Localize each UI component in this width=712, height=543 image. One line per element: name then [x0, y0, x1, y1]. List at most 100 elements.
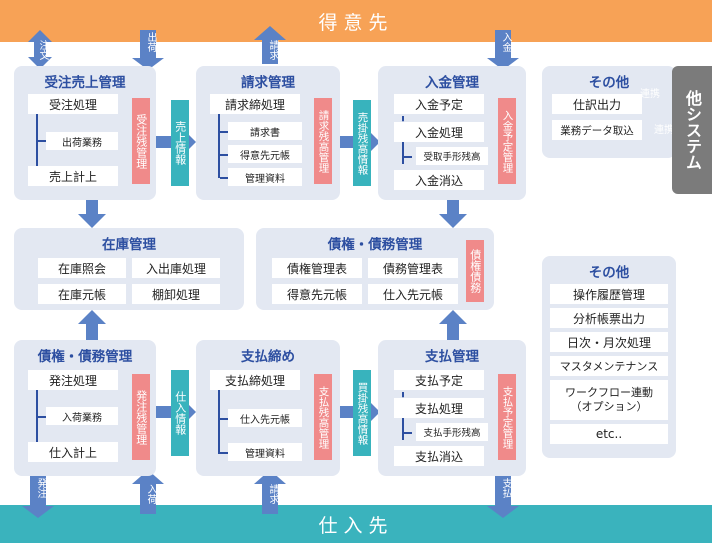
payclose-closing-box: 支払締処理	[210, 370, 300, 390]
payment-plan-box: 支払予定	[394, 370, 484, 390]
others-top-panel: その他 仕訳出力 業務データ取込	[542, 66, 676, 158]
receipt-title: 入金管理	[425, 75, 479, 91]
sales-info-tag: 売上情報	[171, 100, 189, 186]
purchase-info-tag: 仕入情報	[171, 370, 189, 456]
arrow-seikyu-top-label: 請求	[267, 40, 278, 60]
billing-invoice-box: 請求書	[228, 122, 302, 140]
arrow-shukka-shape	[132, 30, 164, 70]
others-item-daily-monthly: 日次・月次処理	[550, 332, 668, 352]
others-bottom-panel: その他 操作履歴管理 分析帳票出力 日次・月次処理 マスタメンテナンス ワークフ…	[542, 256, 676, 458]
arrow-chumon: 注文	[33, 40, 48, 70]
arrow-nyukin: 入金	[496, 30, 511, 60]
purchase-tree-line	[36, 390, 38, 442]
payclose-panel: 支払締め 支払締処理 仕入先元帳 管理資料 支払残高管理	[196, 340, 340, 476]
ar-info-tag: 売掛残高情報	[353, 100, 371, 186]
debt-customer-ledger-box: 得意先元帳	[272, 284, 362, 304]
billing-tree-tick-1	[220, 131, 228, 133]
billing-balance-tag: 請求残高管理	[314, 98, 332, 184]
others-item-analysis: 分析帳票出力	[550, 308, 668, 328]
sales-backlog-tag: 受注残管理	[132, 98, 150, 184]
receivable-table-box: 債権管理表	[272, 258, 362, 278]
payment-plan-tag: 支払予定管理	[498, 374, 516, 460]
receipt-plan-tag: 入金予定管理	[498, 98, 516, 184]
sales-order-box: 受注処理	[28, 94, 118, 114]
debt-supplier-ledger-box: 仕入先元帳	[368, 284, 458, 304]
customer-band-label: 得意先	[318, 11, 394, 34]
arrow-hatchu-shape	[22, 476, 54, 518]
other-system-box: 他システム	[672, 66, 712, 194]
purchase-tree-tick	[38, 416, 46, 418]
arrow-purchase-inventory	[78, 310, 106, 340]
arrow-shukka-label: 出荷	[145, 32, 156, 52]
arrow-chumon-label: 注文	[37, 40, 48, 60]
receipt-process-box: 入金処理	[394, 122, 484, 142]
arrow-seikyu-top: 請求	[263, 40, 278, 66]
payclose-report-box: 管理資料	[228, 443, 302, 461]
customer-band: 得意先	[0, 0, 712, 42]
inventory-io-box: 入出庫処理	[132, 258, 220, 278]
billing-tree-tick-3	[220, 177, 228, 179]
inventory-title: 在庫管理	[102, 237, 156, 253]
arrow-nyuka-label: 入荷	[145, 484, 156, 504]
inventory-inquiry-box: 在庫照会	[38, 258, 126, 278]
others-item-etc: etc..	[550, 424, 668, 444]
others-item-workflow: ワークフロー連動 （オプション）	[550, 380, 668, 420]
arrow-seikyu-bottom: 請求	[263, 484, 278, 514]
debt-panel: 債権・債務管理 債権管理表 債務管理表 得意先元帳 仕入先元帳 債権債務	[256, 228, 494, 310]
payclose-title: 支払締め	[241, 349, 295, 365]
payment-process-box: 支払処理	[394, 398, 484, 418]
inventory-panel: 在庫管理 在庫照会 入出庫処理 在庫元帳 棚卸処理	[14, 228, 244, 310]
sales-record-box: 売上計上	[28, 166, 118, 186]
purchase-panel: 債権・債務管理 発注処理 入荷業務 仕入計上 発注残管理	[14, 340, 156, 476]
purchase-receiving-box: 入荷業務	[46, 407, 118, 425]
payment-tree-line	[402, 418, 404, 440]
arrow-shiharai-label: 支払	[500, 478, 511, 498]
receipt-plan-box: 入金予定	[394, 94, 484, 114]
link-out-label: 連携	[640, 89, 660, 100]
arrow-hatchu-label: 発注	[35, 478, 46, 498]
receipt-bills-box: 受取手形残高	[416, 147, 488, 165]
receipt-clear-box: 入金消込	[394, 170, 484, 190]
receipt-panel: 入金管理 入金予定 入金処理 受取手形残高 入金消込 入金予定管理	[378, 66, 526, 200]
sales-tree-tick	[38, 140, 46, 142]
supplier-band-label: 仕入先	[318, 514, 394, 537]
arrow-seikyu-top-shape	[254, 26, 286, 64]
payclose-supplier-ledger-box: 仕入先元帳	[228, 409, 302, 427]
payment-bills-box: 支払手形残高	[416, 423, 488, 441]
billing-customer-ledger-box: 得意先元帳	[228, 145, 302, 163]
sales-panel: 受注売上管理 受注処理 出荷業務 売上計上 受注残管理	[14, 66, 156, 200]
debt-title: 債権・債務管理	[327, 237, 423, 253]
ap-info-tag: 買掛残高情報	[353, 370, 371, 456]
billing-tree-line	[218, 114, 220, 178]
others-item-master: マスタメンテナンス	[550, 356, 668, 376]
journal-output-box: 仕訳出力	[552, 94, 642, 114]
link-in-label: 連携	[654, 125, 674, 136]
arrow-shiharai: 支払	[496, 476, 511, 506]
sales-title: 受注売上管理	[44, 75, 126, 91]
arrow-sales-inventory	[78, 200, 106, 228]
arrow-nyukin-label: 入金	[500, 32, 511, 52]
billing-title: 請求管理	[241, 75, 295, 91]
arrow-seikyu-bottom-label: 請求	[267, 484, 278, 504]
arrow-nyuka-shape	[132, 470, 164, 514]
receipt-tree-line	[402, 142, 404, 164]
arrow-nyukin-shape	[487, 30, 519, 70]
payment-title: 支払管理	[425, 349, 479, 365]
purchase-backlog-tag: 発注残管理	[132, 374, 150, 460]
supplier-band: 仕入先	[0, 505, 712, 543]
sales-tree-line	[36, 114, 38, 166]
payable-table-box: 債務管理表	[368, 258, 458, 278]
purchase-record-box: 仕入計上	[28, 442, 118, 462]
purchase-order-box: 発注処理	[28, 370, 118, 390]
sales-shipping-box: 出荷業務	[46, 132, 118, 150]
payment-tree-tick	[404, 432, 412, 434]
data-import-box: 業務データ取込	[552, 120, 642, 140]
arrow-hatchu: 発注	[31, 476, 46, 506]
arrow-shiharai-shape	[487, 476, 519, 518]
receipt-tree-tick	[404, 156, 412, 158]
others-item-history: 操作履歴管理	[550, 284, 668, 304]
payclose-tree-tick-2	[220, 452, 228, 454]
debt-tag: 債権債務	[466, 240, 484, 302]
payment-panel: 支払管理 支払予定 支払処理 支払手形残高 支払消込 支払予定管理	[378, 340, 526, 476]
arrow-receipt-debt	[439, 200, 467, 228]
